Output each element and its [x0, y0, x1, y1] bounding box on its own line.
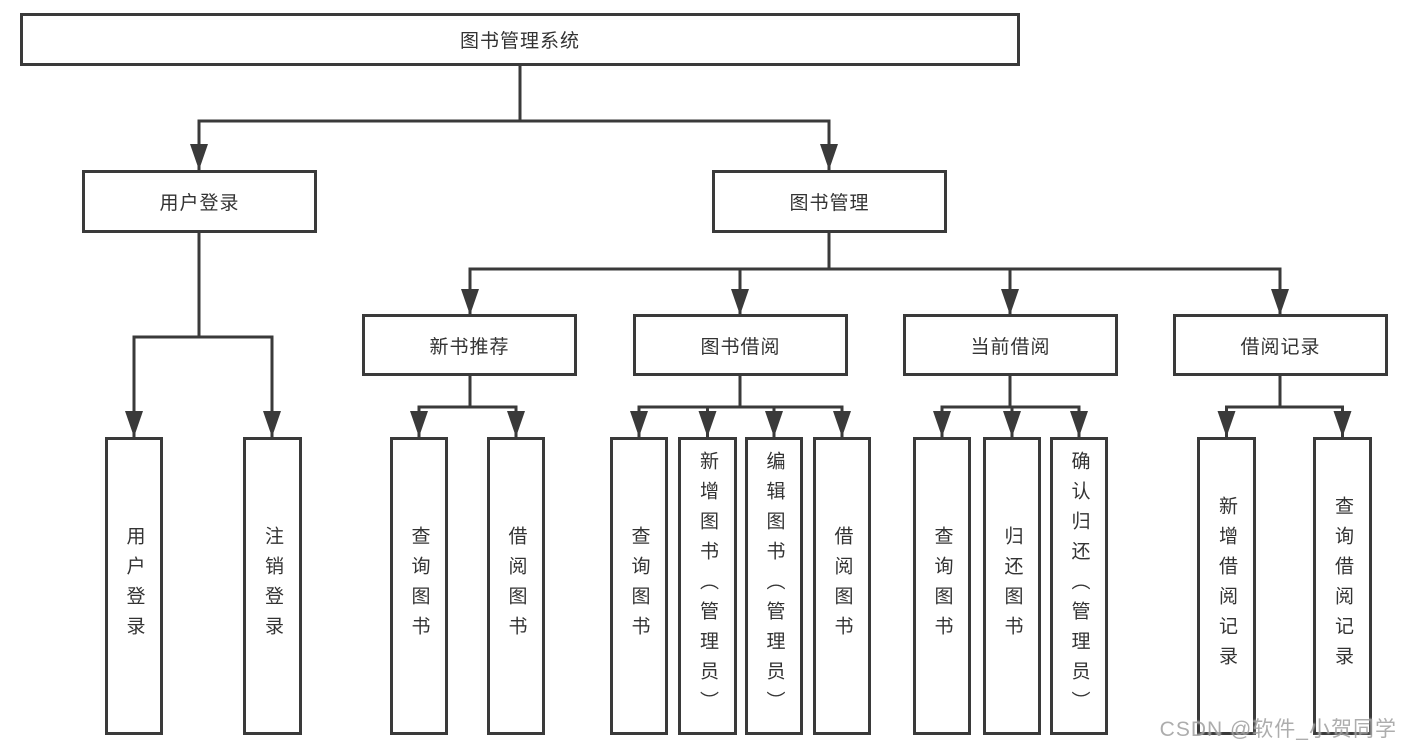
leaf-confirm-return-admin: 确认归还（管理员）	[1050, 437, 1108, 735]
arrowhead	[765, 411, 783, 437]
arrowhead	[1070, 411, 1088, 437]
node-current-borrow: 当前借阅	[903, 314, 1118, 376]
arrowhead	[1001, 289, 1019, 315]
arrowhead	[698, 411, 717, 437]
leaf-logout: 注销登录	[243, 437, 302, 735]
arrowhead	[461, 289, 479, 315]
arrowhead	[1003, 411, 1021, 437]
node-book-management: 图书管理	[712, 170, 947, 233]
node-new-book-recommend: 新书推荐	[362, 314, 577, 376]
connector-userlogin-to-leaves	[132, 233, 274, 437]
leaf-borrow-books-recommend: 借阅图书	[487, 437, 545, 735]
leaf-borrow-books: 借阅图书	[813, 437, 871, 735]
arrowhead	[933, 411, 951, 437]
arrowhead	[820, 144, 838, 170]
leaf-return-books: 归还图书	[983, 437, 1041, 735]
arrowhead	[1217, 411, 1236, 437]
leaf-add-book-admin: 新增图书（管理员）	[678, 437, 737, 735]
leaf-add-borrow-record: 新增借阅记录	[1197, 437, 1256, 735]
arrowheads	[125, 144, 1352, 437]
connector-bookmgmt-to-level3	[468, 233, 1282, 315]
leaf-user-login: 用户登录	[105, 437, 163, 735]
watermark-text: CSDN @软件_小贺同学	[1159, 718, 1397, 741]
leaf-edit-book-admin: 编辑图书（管理员）	[745, 437, 803, 735]
leaf-query-borrow-record: 查询借阅记录	[1313, 437, 1372, 735]
connector-bookborrow-to-leaves	[637, 376, 844, 437]
leaf-query-books-borrow: 查询图书	[610, 437, 668, 735]
connector-borrowrecord-to-leaves	[1225, 376, 1344, 437]
arrowhead	[731, 289, 749, 315]
arrowhead	[507, 411, 525, 437]
connector-root-to-level2	[197, 66, 831, 170]
node-borrow-records: 借阅记录	[1173, 314, 1388, 376]
node-user-login: 用户登录	[82, 170, 317, 233]
connector-newbook-to-leaves	[417, 376, 518, 437]
leaf-query-books-recommend: 查询图书	[390, 437, 448, 735]
arrowhead	[125, 411, 143, 437]
arrowhead	[1333, 411, 1352, 437]
arrowhead	[630, 411, 648, 437]
leaf-query-books-current: 查询图书	[913, 437, 971, 735]
arrowhead	[190, 144, 208, 170]
node-root-library-system: 图书管理系统	[20, 13, 1020, 66]
arrowhead	[1271, 289, 1289, 315]
arrowhead	[410, 411, 428, 437]
arrowhead	[263, 411, 281, 437]
arrowhead	[833, 411, 851, 437]
node-book-borrow: 图书借阅	[633, 314, 848, 376]
